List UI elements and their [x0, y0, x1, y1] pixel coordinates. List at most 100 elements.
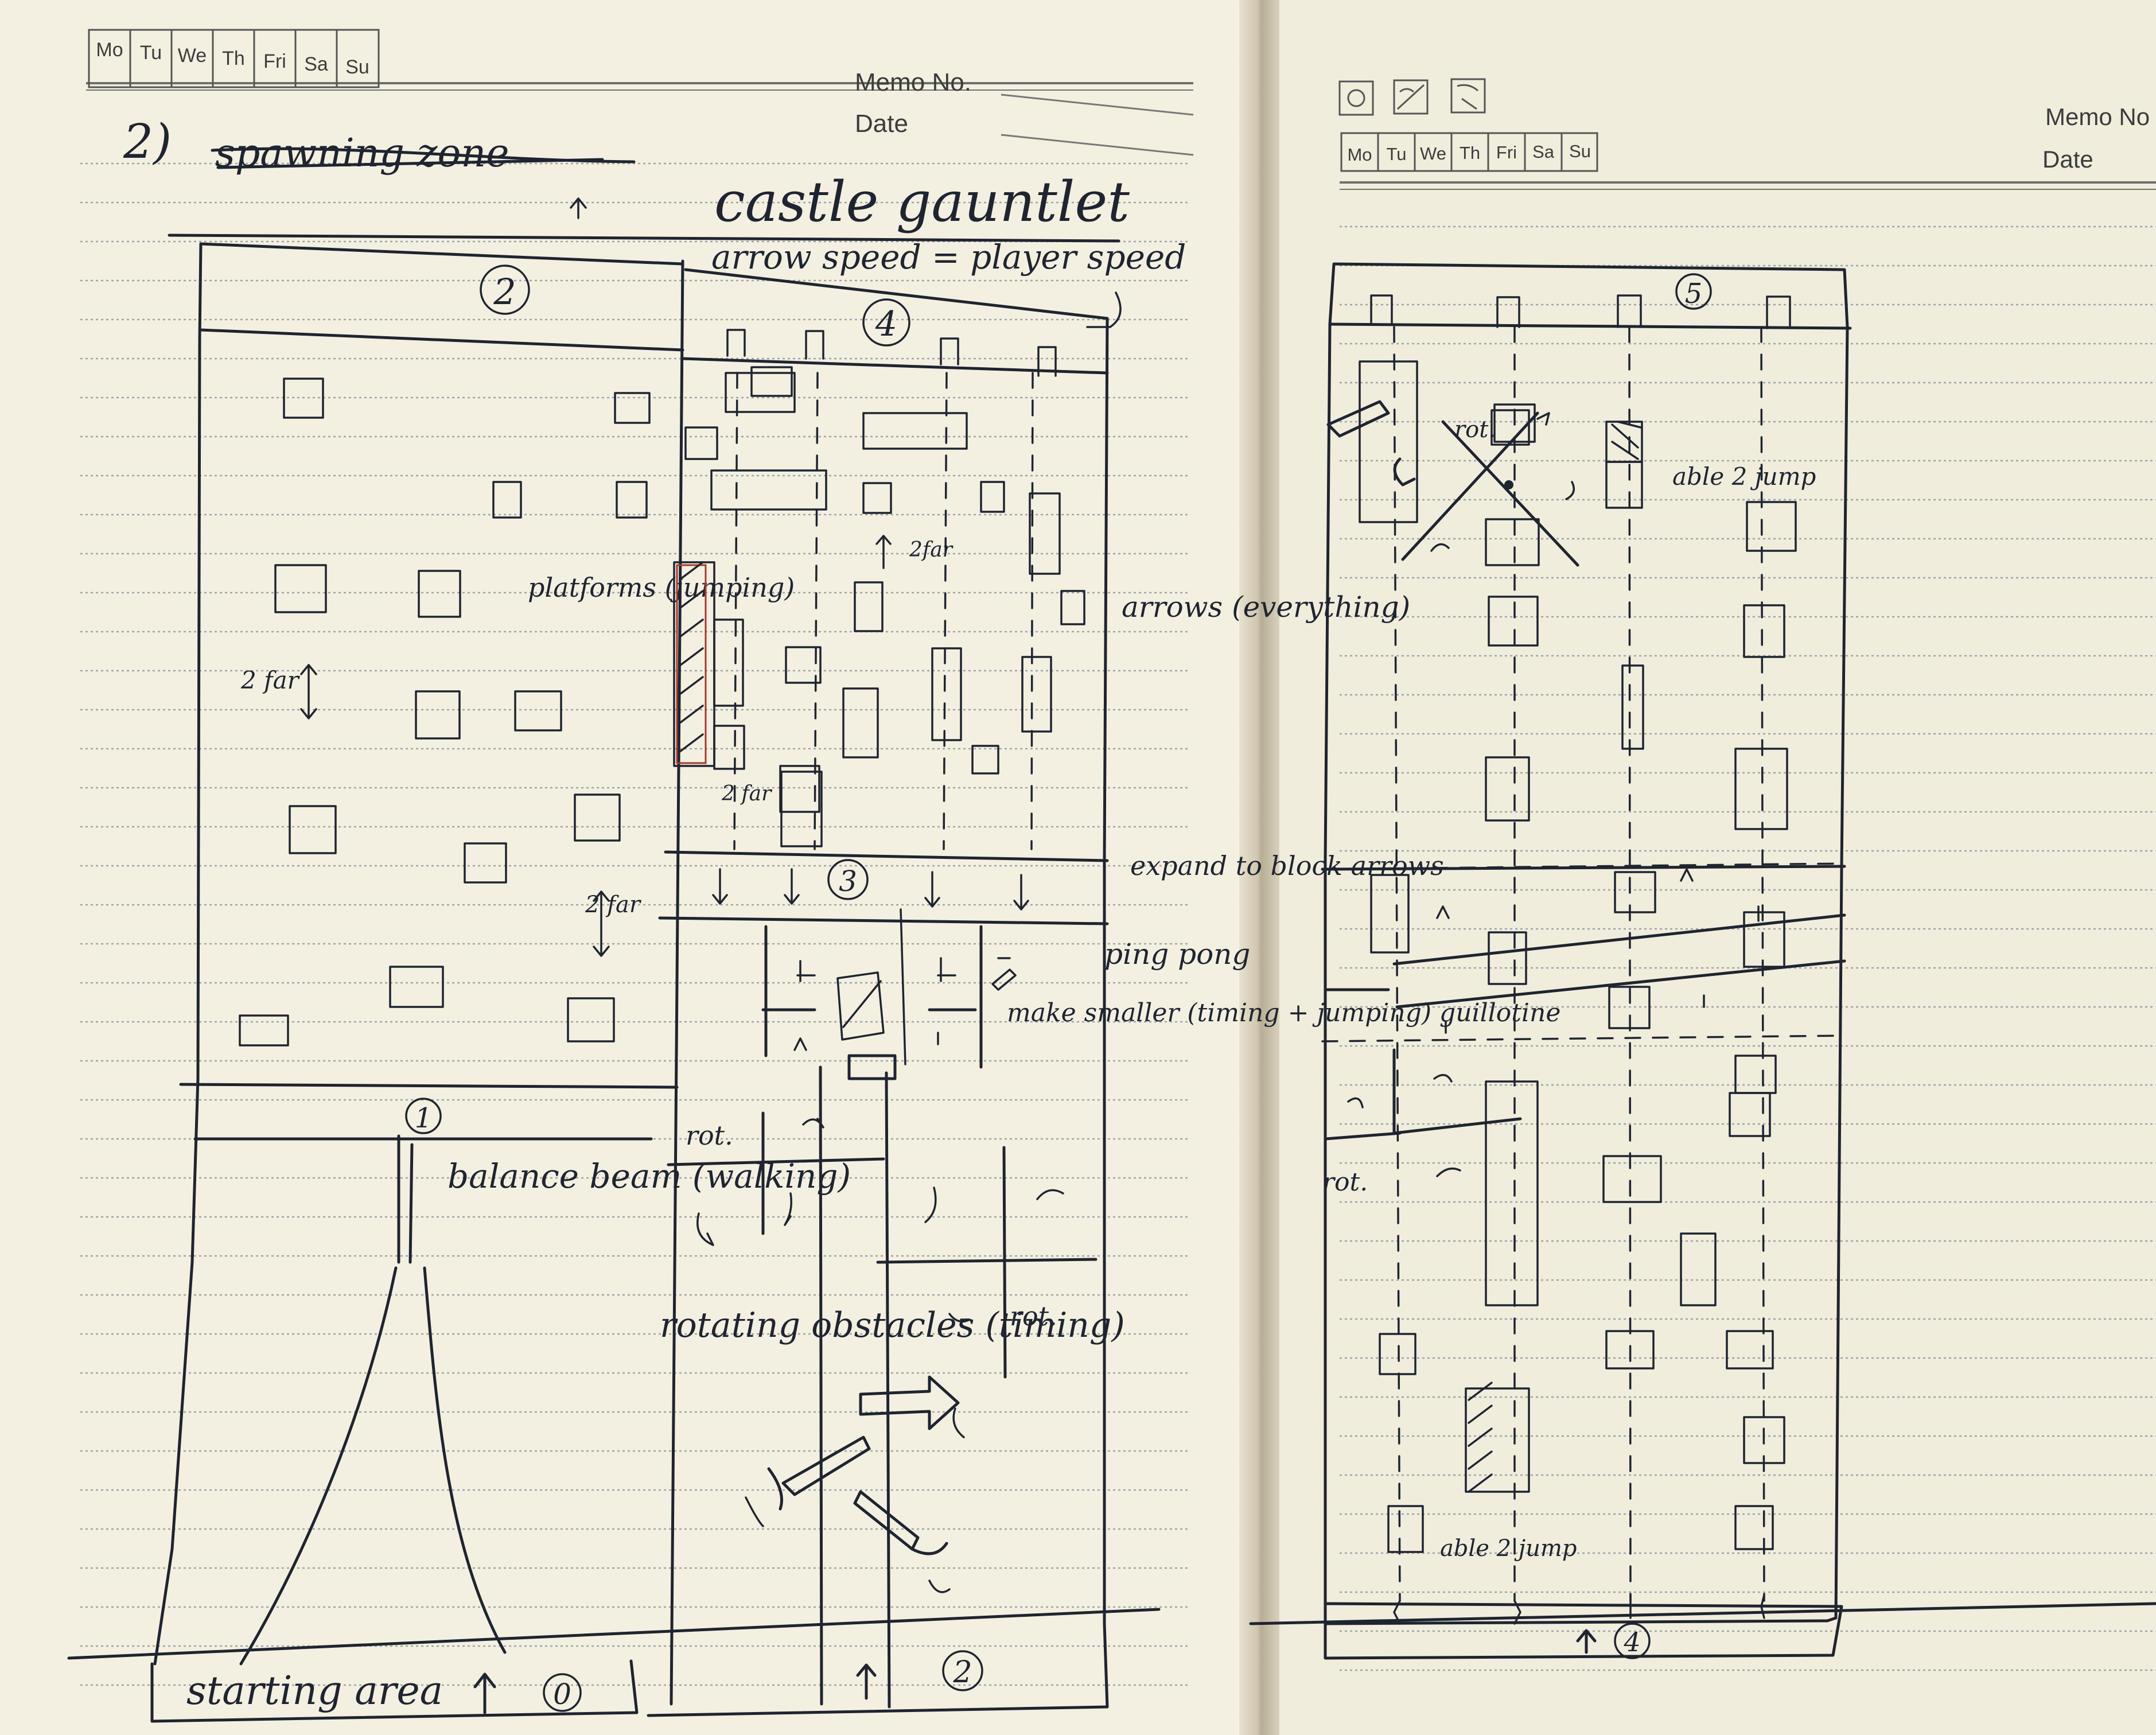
right-up-arrow-icon	[1576, 1629, 1597, 1654]
left-weekday-th: Th	[222, 48, 245, 69]
rotating-hammer-a-icon	[767, 1436, 871, 1511]
zone-0-circle	[543, 1673, 582, 1712]
zone-2-bottom-up-arrow-icon	[856, 1663, 877, 1700]
right-weekday-fri: Fri	[1496, 142, 1517, 162]
left-weekday-su: Su	[345, 56, 369, 78]
zone-1-label: 1	[415, 1102, 433, 1134]
strike-through-scribble	[211, 147, 636, 169]
left-date-label: Date	[855, 110, 908, 138]
note-rot-a: rot.	[686, 1120, 733, 1151]
right-tower-dashed-lanes	[1393, 326, 1765, 1602]
note-rot-b: rot.	[1010, 1301, 1057, 1332]
zone-0-label: 0	[553, 1678, 571, 1711]
rotating-hammer-b-icon	[853, 1490, 948, 1555]
two-far-a-arrow-icon	[300, 664, 317, 719]
notebook-gutter	[1239, 0, 1279, 1735]
left-memo-label: Memo No.	[855, 68, 971, 96]
right-tower-battlements	[1370, 294, 1791, 329]
rotation-arrows	[696, 1118, 1064, 1438]
middle-tower-sketch	[647, 268, 1109, 1717]
right-bottom-arrows	[1393, 1594, 1765, 1625]
right-weekday-sa: Sa	[1532, 142, 1555, 162]
right-tower-blocks	[1359, 360, 1797, 1553]
right-zone-arrows	[1347, 868, 1760, 1177]
heading-number: 2)	[123, 115, 172, 169]
sun-icon	[1347, 89, 1365, 107]
left-weekday-sa: Sa	[304, 53, 328, 75]
zone-3-label: 3	[839, 865, 857, 898]
right-date-label: Date	[2042, 146, 2093, 173]
heading-title: castle gauntlet	[714, 170, 1130, 234]
right-hammer-icon	[1326, 400, 1416, 487]
right-zone-4-label: 4	[1623, 1627, 1640, 1658]
cloud-sun-icon	[1396, 84, 1425, 110]
left-weekday-mo: Mo	[96, 39, 123, 61]
right-platform-hatching	[1468, 1382, 1493, 1493]
note-ping-pong: ping pong	[1104, 937, 1250, 971]
right-note-rot-b: rot.	[1322, 1168, 1368, 1197]
guillotine-blade-icon	[836, 971, 885, 1041]
subtitle-hook-arrow	[1086, 291, 1122, 328]
ping-pong-arrows	[793, 957, 956, 1051]
rotating-swing-arrows	[745, 1496, 951, 1593]
zone-3-down-arrows	[712, 868, 1029, 911]
note-platforms: platforms (jumping)	[528, 572, 795, 603]
right-zone-4-circle	[1614, 1623, 1651, 1659]
right-note-rot-a: rot.	[1454, 417, 1496, 443]
zone-5-label: 5	[1685, 278, 1703, 310]
note-2-far-c: 2 far	[721, 782, 772, 806]
right-tower-sketch	[1321, 262, 1852, 1660]
note-balance-beam: balance beam (walking)	[447, 1157, 851, 1196]
zone-1-circle	[405, 1098, 442, 1134]
smaller-blade-icon	[991, 957, 1017, 991]
zone-2-bottom-circle	[942, 1650, 983, 1691]
right-weather-icons	[1338, 78, 1486, 116]
left-weekday-tu: Tu	[140, 42, 162, 64]
right-rotation-arrows	[1430, 412, 1575, 552]
middle-tower-blocks	[673, 366, 1085, 847]
right-note-able-jump-b: able 2 jump	[1440, 1535, 1577, 1562]
note-rotating-obstacles: rotating obstacles (timing)	[660, 1305, 1125, 1345]
two-far-b-arrow-icon	[875, 535, 892, 569]
note-2-far-d: 2 far	[585, 892, 642, 918]
two-far-d-arrow-icon	[593, 890, 610, 957]
zone-5-circle	[1675, 273, 1712, 310]
left-ruled-lines	[80, 162, 1188, 1686]
right-weekday-th: Th	[1460, 143, 1480, 163]
zone-4-label: 4	[875, 304, 897, 344]
zone-3-circle	[827, 859, 869, 900]
left-memo-line	[1001, 94, 1194, 116]
right-ruled-lines	[1340, 225, 2156, 1671]
left-weekday-fri: Fri	[263, 50, 286, 72]
right-weekday-tu: Tu	[1386, 144, 1406, 164]
rain-icon	[1457, 84, 1478, 110]
zone-4-circle	[862, 298, 910, 347]
left-notebook-page	[0, 0, 1256, 1735]
left-tower-sketch	[67, 242, 1161, 1723]
right-small-hatching	[1611, 421, 1642, 460]
right-weekday-boxes	[1340, 132, 1598, 172]
sketch-top-line	[168, 234, 1120, 243]
zone-2-top-label: 2	[493, 271, 516, 313]
start-up-arrow-icon	[473, 1672, 496, 1714]
note-make-smaller: make smaller (timing + jumping) guilloti…	[1007, 998, 1560, 1028]
left-weekday-boxes	[88, 29, 380, 88]
zone-2-top-circle	[480, 264, 530, 315]
zone-2-bottom-label: 2	[952, 1655, 972, 1690]
right-memo-label: Memo No	[2045, 103, 2150, 130]
right-bottom-cross-line	[1249, 1602, 2156, 1625]
red-hatched-platform	[676, 564, 707, 764]
rotating-arrow-block-icon	[859, 1375, 960, 1430]
note-starting-area: starting area	[186, 1668, 443, 1714]
left-weekday-we: We	[178, 45, 207, 67]
platform-hatching	[679, 561, 704, 753]
left-tower-platforms	[239, 378, 651, 1047]
right-weekday-we: We	[1420, 143, 1446, 164]
middle-tower-battlements	[726, 329, 1057, 377]
note-arrows: arrows (everything)	[1122, 590, 1410, 624]
note-expand: expand to block arrows	[1130, 850, 1444, 881]
right-weekday-mo: Mo	[1347, 145, 1372, 165]
heading-caret-arrow-icon	[570, 197, 587, 219]
